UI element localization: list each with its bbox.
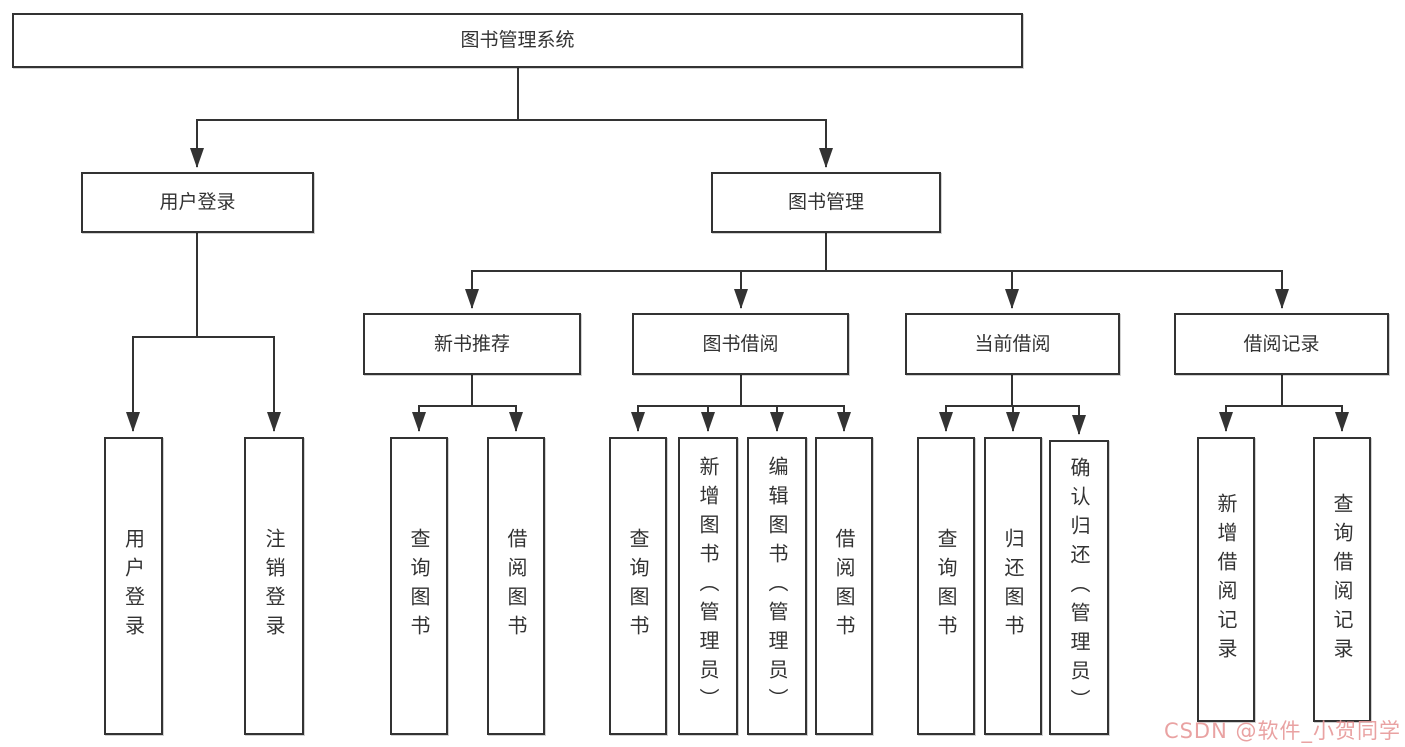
node-user-login: 用户登录 (81, 172, 314, 233)
leaf-borrow-books-borrow: 借阅图书 (815, 437, 873, 735)
leaf-logout: 注销登录 (244, 437, 304, 735)
leaf-search-books-newbook: 查询图书 (390, 437, 448, 735)
node-new-book-recommend: 新书推荐 (363, 313, 581, 375)
node-book-borrow: 图书借阅 (632, 313, 849, 375)
leaf-borrow-books-newbook: 借阅图书 (487, 437, 545, 735)
connectors (126, 67, 1349, 435)
leaf-search-borrow-record: 查询借阅记录 (1313, 437, 1371, 722)
leaf-add-borrow-record: 新增借阅记录 (1197, 437, 1255, 722)
watermark: CSDN @软件_小贺同学 (1163, 719, 1401, 743)
leaf-return-books: 归还图书 (984, 437, 1042, 735)
leaf-search-books-borrow: 查询图书 (609, 437, 667, 735)
node-borrow-records: 借阅记录 (1174, 313, 1389, 375)
leaf-confirm-return-admin: 确认归还（管理员） (1049, 440, 1109, 735)
node-current-borrow: 当前借阅 (905, 313, 1120, 375)
node-book-management: 图书管理 (711, 172, 941, 233)
leaf-add-books-admin: 新增图书（管理员） (678, 437, 738, 735)
leaf-user-login: 用户登录 (104, 437, 163, 735)
leaf-edit-books-admin: 编辑图书（管理员） (747, 437, 807, 735)
node-library-management-system: 图书管理系统 (12, 13, 1023, 68)
leaf-search-books-current: 查询图书 (917, 437, 975, 735)
